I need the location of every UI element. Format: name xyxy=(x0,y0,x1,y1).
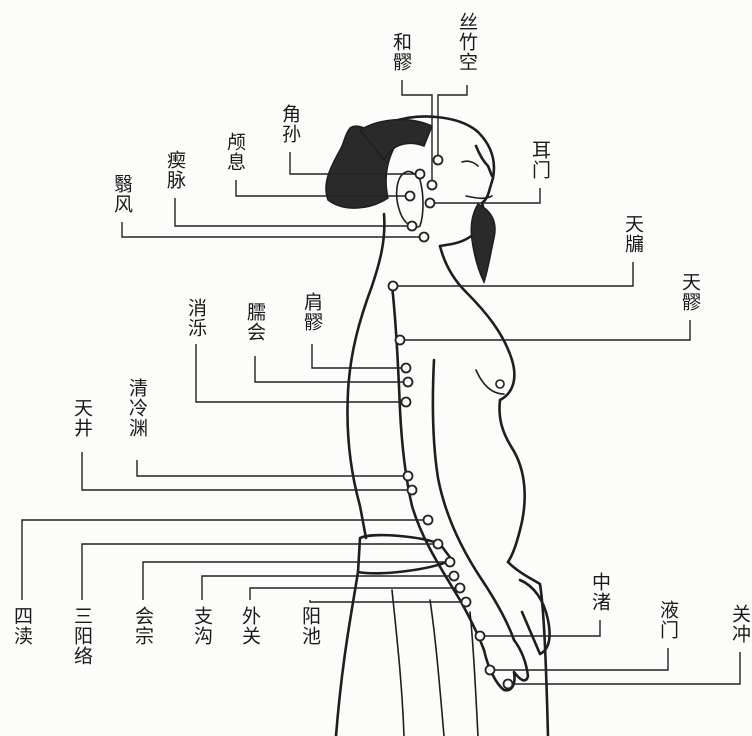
eye xyxy=(462,161,478,166)
label-luxi: 颅息 xyxy=(224,132,246,172)
label-naohui: 臑会 xyxy=(244,302,266,342)
label-heliao: 和髎 xyxy=(390,32,412,72)
belly-outline xyxy=(500,400,525,562)
label-jiaosun: 角孙 xyxy=(279,104,301,144)
chest-curve xyxy=(476,370,504,394)
label-tianliao: 天髎 xyxy=(679,272,701,312)
arm-front xyxy=(433,360,514,640)
label-zhongzhu: 中渚 xyxy=(589,572,611,612)
label-sizhukong: 丝竹空 xyxy=(456,12,478,72)
label-huizong: 会宗 xyxy=(132,606,154,646)
label-sanyangluo: 三阳络 xyxy=(71,606,93,666)
label-ermen: 耳门 xyxy=(529,140,551,180)
label-qinglengyuan: 清冷渊 xyxy=(126,378,148,438)
label-tianyou: 天牖 xyxy=(622,214,644,254)
label-jianliao: 肩髎 xyxy=(301,292,323,332)
robe-front xyxy=(508,562,548,736)
nipple xyxy=(496,380,504,388)
front-neck xyxy=(440,246,514,400)
label-yangchi: 阳池 xyxy=(299,606,321,646)
label-tianjing: 天井 xyxy=(71,398,93,438)
beard xyxy=(471,204,495,282)
label-waiguan: 外关 xyxy=(239,606,261,646)
label-yemen: 液门 xyxy=(657,600,679,640)
label-guanchong: 关冲 xyxy=(729,604,751,644)
label-zhigou: 支沟 xyxy=(191,606,213,646)
label-xiaoluo: 消泺 xyxy=(185,298,207,338)
label-sidu: 四渎 xyxy=(11,606,33,646)
robe-left xyxy=(336,572,358,736)
label-yifeng: 翳风 xyxy=(111,174,133,214)
label-chimai: 瘈脉 xyxy=(164,150,186,190)
